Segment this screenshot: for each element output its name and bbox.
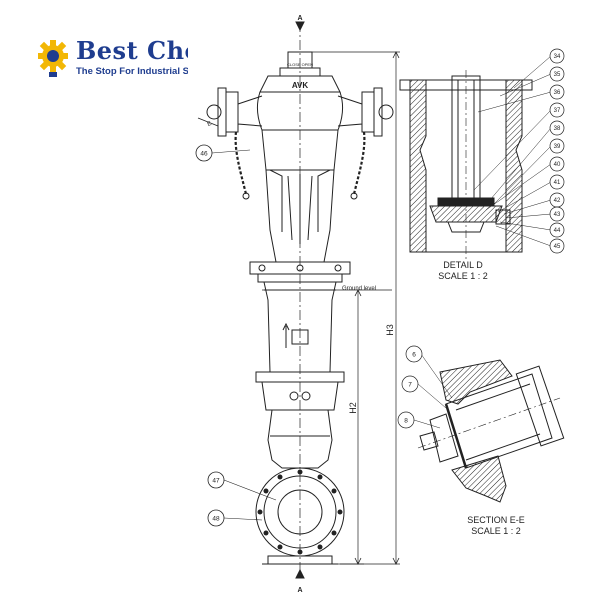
callout-8: 8 bbox=[404, 418, 408, 425]
section-ee-callouts: 6 7 8 bbox=[397, 345, 453, 429]
section-ee-title: SECTION E-E bbox=[467, 515, 525, 525]
dimension-h2-label: H2 bbox=[348, 402, 358, 414]
section-ee-scale: SCALE 1 : 2 bbox=[471, 526, 521, 536]
marker-e: E bbox=[207, 121, 213, 128]
callout-35: 35 bbox=[554, 72, 561, 78]
callout-7: 7 bbox=[408, 382, 412, 389]
callout-45: 45 bbox=[554, 244, 561, 250]
section-ee-view bbox=[417, 359, 565, 503]
callout-43: 43 bbox=[554, 212, 561, 218]
detail-d-callouts: 34 35 36 37 38 39 40 41 42 43 44 45 bbox=[473, 48, 565, 254]
callout-6: 6 bbox=[412, 352, 416, 359]
callout-38: 38 bbox=[554, 126, 561, 132]
detail-d-view bbox=[399, 70, 533, 260]
callout-44: 44 bbox=[554, 228, 561, 234]
brand-name: Best Choi bbox=[76, 36, 188, 65]
detail-d-scale: SCALE 1 : 2 bbox=[438, 271, 488, 281]
dimension-h3-label: H3 bbox=[385, 324, 395, 336]
brand-logo[interactable]: Best Choi The Stop For Industrial S bbox=[36, 32, 188, 84]
callout-48: 48 bbox=[212, 516, 220, 523]
ground-level-label: Ground level bbox=[342, 286, 376, 292]
brand-tagline: The Stop For Industrial S bbox=[76, 66, 188, 77]
gear-bulb-icon bbox=[38, 40, 68, 77]
callout-39: 39 bbox=[554, 144, 561, 150]
callout-42: 42 bbox=[554, 198, 561, 204]
detail-d-title: DETAIL D bbox=[443, 260, 483, 270]
main-callouts: 46 47 48 bbox=[195, 144, 277, 527]
callout-46-bubble bbox=[195, 144, 213, 162]
callout-41: 41 bbox=[554, 180, 561, 186]
section-marker-bottom: A bbox=[297, 587, 302, 594]
callout-34: 34 bbox=[554, 54, 561, 60]
callout-36: 36 bbox=[554, 90, 561, 96]
callout-47-bubble bbox=[207, 471, 225, 489]
cap-label: CLOSE OPEN bbox=[287, 62, 313, 67]
callout-47: 47 bbox=[212, 478, 220, 485]
section-marker-top: A bbox=[297, 15, 302, 22]
hydrant-elevation bbox=[197, 21, 400, 579]
callout-37: 37 bbox=[554, 108, 561, 114]
callout-46: 46 bbox=[200, 151, 208, 158]
callout-40: 40 bbox=[554, 162, 561, 168]
callout-48-bubble bbox=[207, 509, 225, 527]
brand-mark: AVK bbox=[292, 81, 309, 90]
